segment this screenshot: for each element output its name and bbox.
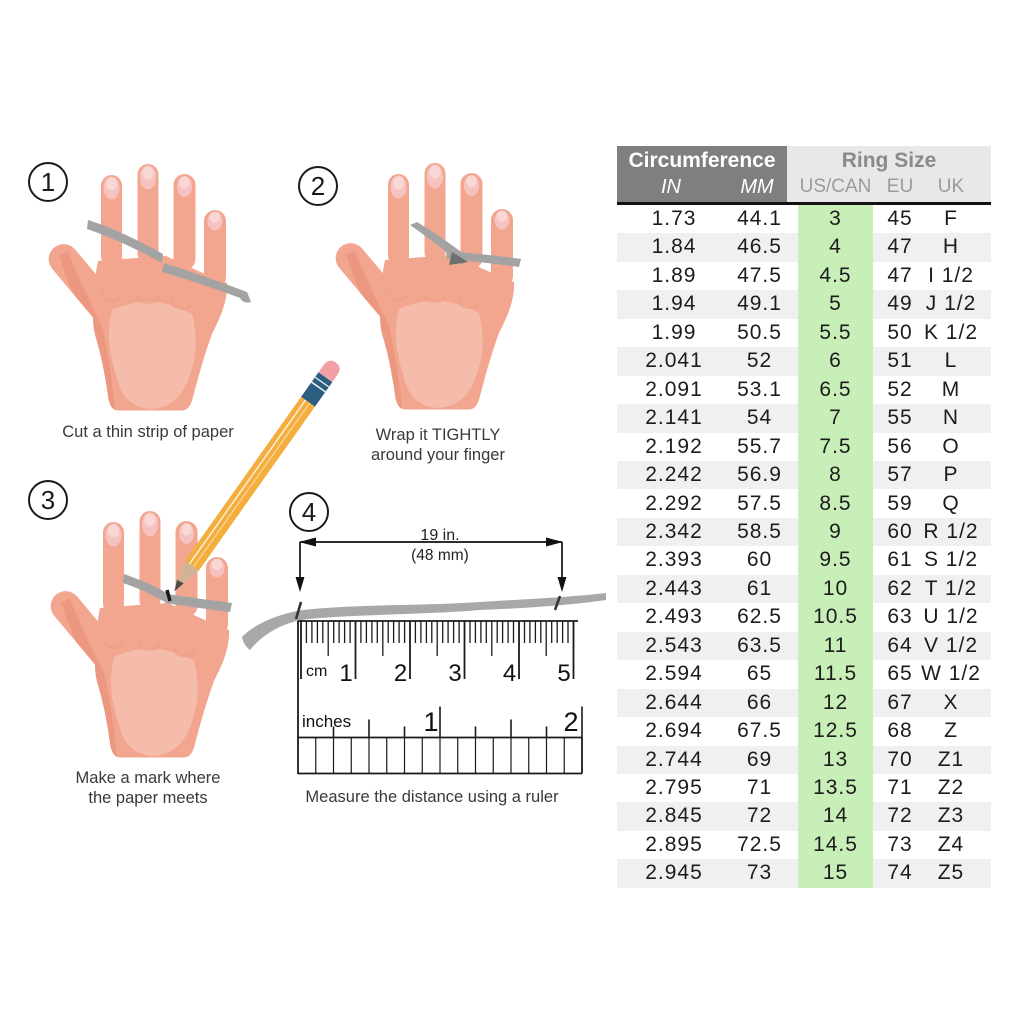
svg-text:2: 2 <box>394 660 407 687</box>
svg-text:the paper meets: the paper meets <box>88 789 207 807</box>
svg-text:3: 3 <box>448 660 461 687</box>
svg-text:4: 4 <box>302 497 316 527</box>
svg-text:5: 5 <box>557 660 570 687</box>
svg-text:Wrap it TIGHTLY: Wrap it TIGHTLY <box>376 426 501 444</box>
svg-text:4: 4 <box>503 660 516 687</box>
svg-text:Make a mark where: Make a mark where <box>76 769 221 787</box>
svg-text:2: 2 <box>311 171 325 201</box>
svg-text:(48 mm): (48 mm) <box>411 547 469 564</box>
svg-text:Measure the distance using a r: Measure the distance using a ruler <box>305 788 559 806</box>
svg-text:1: 1 <box>339 660 352 687</box>
svg-text:19 in.: 19 in. <box>420 527 459 544</box>
svg-text:1: 1 <box>41 167 55 197</box>
svg-text:3: 3 <box>41 485 55 515</box>
svg-text:cm: cm <box>306 663 327 680</box>
svg-text:1: 1 <box>423 707 438 737</box>
svg-text:around your finger: around your finger <box>371 446 505 464</box>
svg-text:2: 2 <box>563 707 578 737</box>
svg-text:inches: inches <box>302 712 351 731</box>
svg-text:Cut a thin strip of paper: Cut a thin strip of paper <box>62 423 234 441</box>
